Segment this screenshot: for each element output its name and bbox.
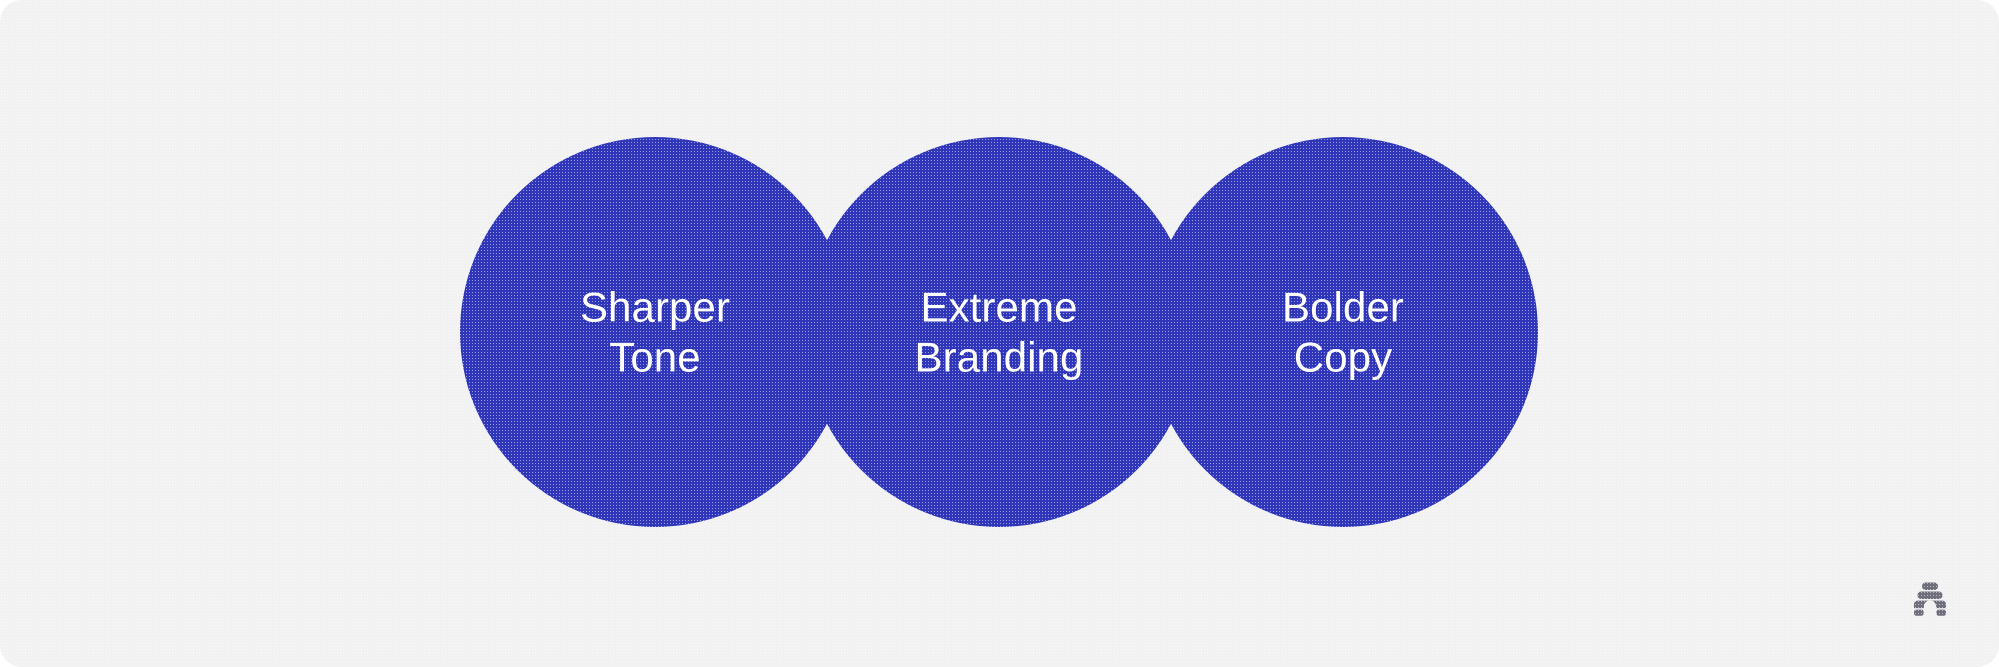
venn-circle-2[interactable] — [804, 137, 1194, 527]
beehive-logo-icon — [1914, 582, 1946, 616]
venn-circle-1[interactable] — [460, 137, 850, 527]
venn-circle-3[interactable] — [1148, 137, 1538, 527]
venn-circle-group — [460, 137, 1538, 527]
